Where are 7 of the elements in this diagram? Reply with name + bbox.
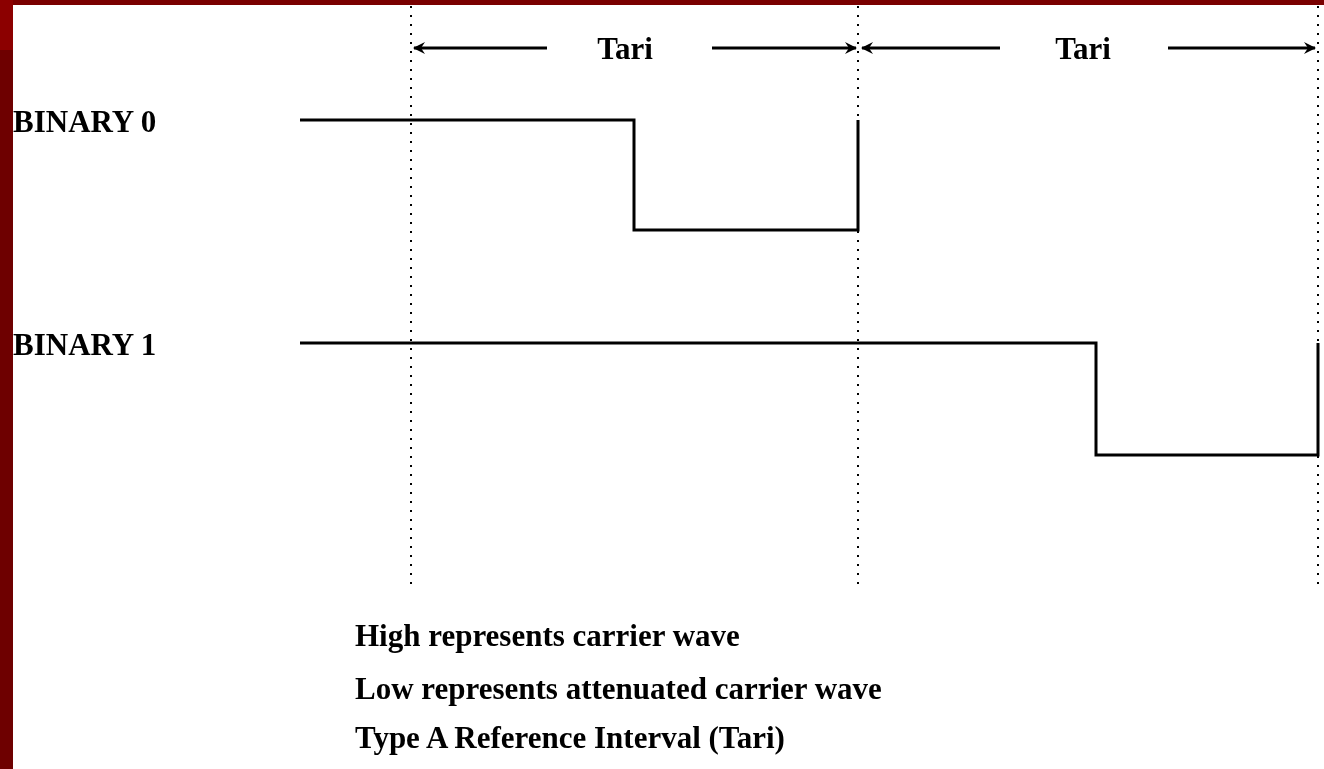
dimension-label: Tari: [1055, 33, 1111, 64]
signal-label: BINARY 0: [13, 106, 157, 137]
note-text: Type A Reference Interval (Tari): [355, 722, 785, 753]
signal-label: BINARY 1: [13, 329, 157, 360]
note-text: High represents carrier wave: [355, 620, 740, 651]
dimension-label: Tari: [597, 33, 653, 64]
note-text: Low represents attenuated carrier wave: [355, 673, 882, 704]
